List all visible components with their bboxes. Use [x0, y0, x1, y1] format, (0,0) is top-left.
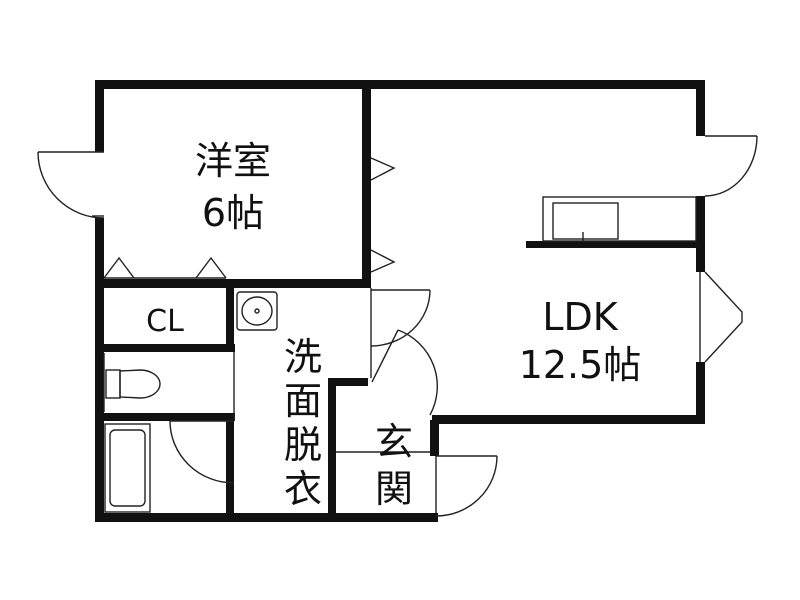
- wall-kitchen-partition: [526, 241, 705, 248]
- interior-walls: [95, 80, 705, 519]
- washroom-char: 脱: [284, 423, 322, 467]
- ldk-label: LDK 12.5帖: [519, 295, 642, 387]
- bathtub-icon: [104, 423, 151, 513]
- wall-bottom: [95, 513, 438, 522]
- wall-right-middle: [696, 196, 705, 272]
- wall-wash-entrance: [328, 378, 336, 518]
- outer-walls: [95, 80, 705, 522]
- western-room-label: 洋室 6帖: [195, 139, 271, 235]
- ldk-size: 12.5帖: [519, 343, 642, 387]
- entrance-label: 玄 関: [375, 420, 413, 511]
- entrance-char: 玄: [375, 420, 413, 464]
- wall-top: [95, 80, 705, 89]
- washroom-char: 面: [284, 379, 322, 423]
- opening-marker-icon: [103, 157, 396, 279]
- wall-ldk-bottom: [432, 415, 705, 424]
- western-room-size: 6帖: [202, 191, 264, 235]
- wall-right-bottom: [696, 362, 705, 424]
- wall-entrance-right: [430, 420, 439, 456]
- door-swing-icon: [37, 135, 758, 517]
- wall-closet-right: [226, 279, 234, 352]
- wall-toilet-bottom: [95, 413, 235, 421]
- wall-left-bottom: [95, 218, 104, 522]
- closet-label: CL: [146, 304, 184, 339]
- wall-bath-right: [226, 421, 234, 519]
- wall-entrance-top: [328, 378, 368, 386]
- toilet-icon: [105, 369, 161, 399]
- wall-right-top: [696, 80, 705, 136]
- washroom-char: 衣: [284, 467, 322, 511]
- washroom-char: 洗: [284, 335, 322, 379]
- thin-lines: [103, 277, 437, 513]
- kitchen-counter-icon: [542, 196, 697, 242]
- ldk-name: LDK: [542, 295, 618, 339]
- western-room-name: 洋室: [195, 139, 271, 183]
- washroom-label: 洗 面 脱 衣: [284, 335, 322, 511]
- wall-western-ldk: [362, 80, 371, 288]
- entrance-char: 関: [375, 467, 413, 511]
- window-icon: [699, 271, 743, 363]
- wall-left-top: [95, 80, 104, 152]
- wall-closet-bottom: [95, 344, 235, 352]
- sink-icon: [236, 291, 278, 331]
